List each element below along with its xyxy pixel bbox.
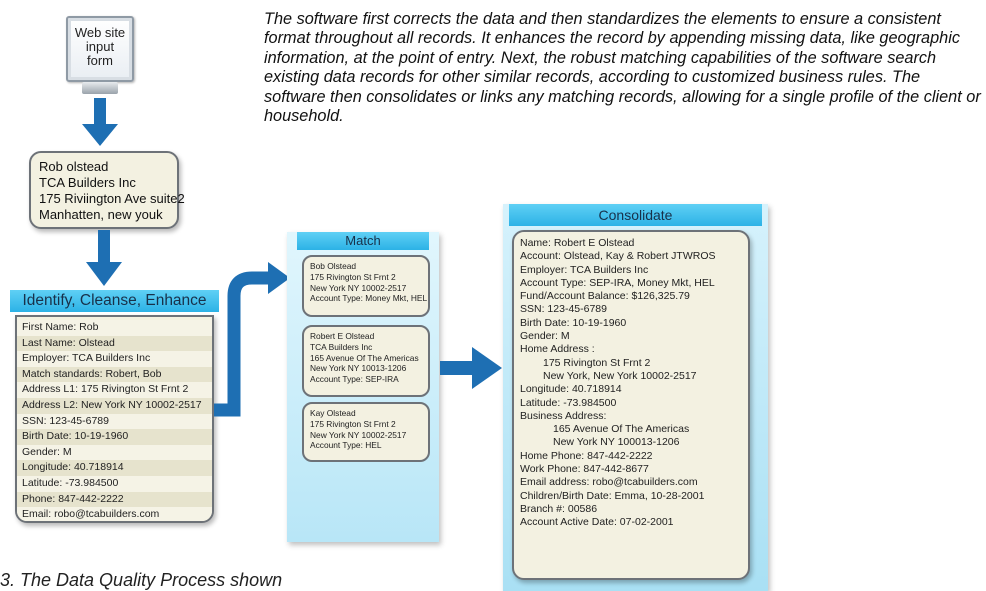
consolidate-line: Gender: M [520,330,570,343]
identify-line: Phone: 847-442-2222 [17,491,212,508]
input-record-line: Rob olstead [39,159,109,174]
monitor-line: form [87,53,113,68]
identify-line: Address L2: New York NY 10002-2517 [17,397,212,414]
match-line: Kay Olstead [310,408,356,418]
match-record-card: Kay Olstead 175 Rivington St Frnt 2 New … [302,402,430,462]
consolidate-line: Children/Birth Date: Emma, 10-28-2001 [520,489,705,502]
input-record-line: 175 Riviington Ave suite2 [39,191,185,206]
match-line: New York NY 10002-2517 [310,282,407,293]
consolidate-line: Work Phone: 847-442-8677 [520,463,649,476]
figure-caption: 3. The Data Quality Process shown [0,570,283,590]
match-record-card: Robert E Olstead TCA Builders Inc 165 Av… [302,325,430,397]
match-header: Match [297,232,429,250]
monitor-line: input [85,39,115,54]
consolidate-line: 175 Rivington St Frnt 2 [543,356,651,369]
match-line: New York NY 10013-1206 [310,363,407,374]
consolidate-line: Longitude: 40.718914 [520,383,622,396]
consolidate-line: Business Address: [520,409,607,422]
consolidate-line: New York NY 100013-1206 [553,436,680,449]
identify-lines: First Name: Rob Last Name: Olstead Emplo… [17,320,212,521]
monitor-stand [82,82,118,94]
consolidate-line: Account Type: SEP-IRA, Money Mkt, HEL [520,276,715,289]
identify-line: SSN: 123-45-6789 [17,413,212,430]
consolidate-line: Email address: robo@tcabuilders.com [520,476,698,489]
consolidate-line: Name: Robert E Olstead [520,237,635,249]
consolidate-line: SSN: 123-45-6789 [520,303,607,316]
input-record-line: Manhatten, new youk [39,207,163,222]
identify-line: Latitude: -73.984500 [17,475,212,492]
match-line: New York NY 10002-2517 [310,429,407,440]
match-line: Account Type: HEL [310,440,382,451]
consolidate-line: Latitude: -73.984500 [520,396,617,409]
identify-line: Employer: TCA Builders Inc [17,351,212,367]
identify-line: First Name: Rob [17,320,212,336]
identify-line: Last Name: Olstead [17,335,212,352]
consolidate-header: Consolidate [509,204,762,226]
intro-paragraph: The software first corrects the data and… [264,10,981,126]
right-arrow-icon [440,347,502,389]
match-line: 175 Rivington St Frnt 2 [310,418,396,429]
input-record-card: Rob olstead TCA Builders Inc 175 Riviing… [29,151,185,229]
match-line: Account Type: SEP-IRA [310,374,399,385]
match-line: 165 Avenue Of The Americas [310,352,419,363]
identify-line: Match standards: Robert, Bob [17,366,212,383]
consolidate-line: Home Phone: 847-442-2222 [520,449,653,462]
match-line: Robert E Olstead [310,331,375,341]
right-arrow-icon [214,262,290,417]
consolidate-line: Branch #: 00586 [520,502,598,515]
match-record-card: Bob Olstead 175 Rivington St Frnt 2 New … [302,255,430,317]
monitor-text: Web site input form [68,26,132,68]
identify-line: Address L1: 175 Rivington St Frnt 2 [17,382,212,398]
identify-header: Identify, Cleanse, Enhance [10,290,219,312]
consolidate-line: Fund/Account Balance: $126,325.79 [520,290,690,303]
consolidate-card: Name: Robert E Olstead Account: Olstead,… [512,230,750,580]
match-line: Account Type: Money Mkt, HEL [310,293,428,304]
consolidate-line: Home Address : [520,343,595,356]
consolidate-line: 165 Avenue Of The Americas [553,423,690,436]
consolidate-line: Birth Date: 10-19-1960 [520,316,627,329]
consolidate-line: Employer: TCA Builders Inc [520,263,649,276]
identify-card: First Name: Rob Last Name: Olstead Emplo… [15,315,214,523]
down-arrow-icon [82,98,118,146]
identify-line: Gender: M [17,444,212,461]
consolidate-line: Account Active Date: 07-02-2001 [520,516,674,529]
match-line: 175 Rivington St Frnt 2 [310,271,396,282]
identify-line: Longitude: 40.718914 [17,460,212,476]
consolidate-line: New York, New York 10002-2517 [543,369,697,382]
identify-line: Birth Date: 10-19-1960 [17,429,212,445]
match-line: TCA Builders Inc [310,341,373,352]
monitor-screen: Web site input form [66,16,134,82]
monitor-line: Web site [74,25,126,40]
identify-line: Email: robo@tcabuilders.com [17,507,212,521]
input-record-line: TCA Builders Inc [39,175,136,190]
consolidate-line: Account: Olstead, Kay & Robert JTWROS [520,250,716,263]
match-line: Bob Olstead [310,261,357,271]
down-arrow-icon [86,230,122,286]
web-form-monitor-icon: Web site input form [60,10,140,98]
